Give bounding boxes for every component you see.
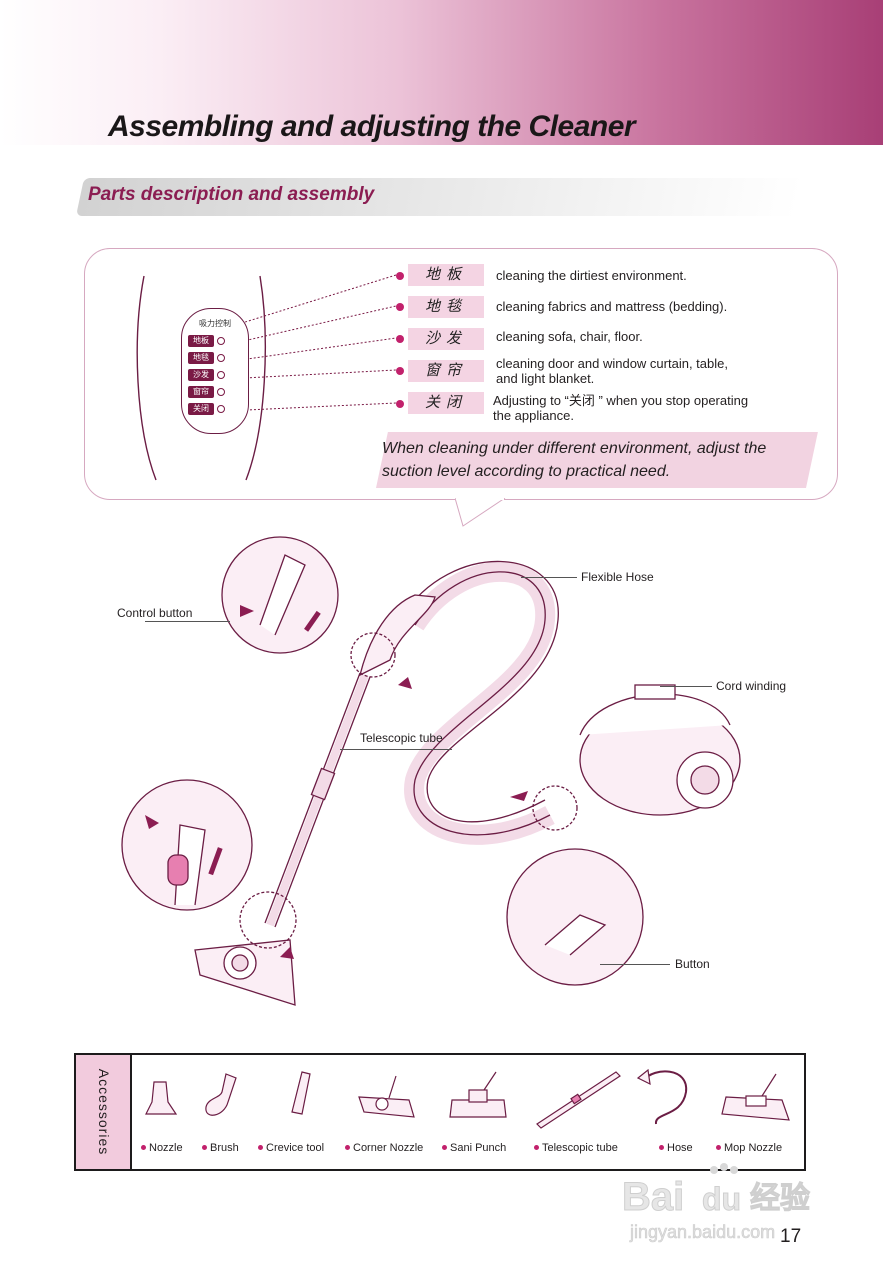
mode-desc-sofa: cleaning sofa, chair, floor.	[496, 329, 643, 344]
suction-note-line-2: suction level according to practical nee…	[382, 463, 671, 480]
indicator-led-icon	[217, 371, 225, 379]
suction-note-line-1: When cleaning under different environmen…	[382, 440, 767, 457]
bullet-icon	[659, 1144, 664, 1150]
mode-label-curtain: 窗帘	[408, 360, 484, 382]
paw-icon	[710, 1163, 738, 1174]
mode-desc-off-line-1: Adjusting to “关闭 ” when you stop operati…	[493, 393, 749, 408]
nozzle-icon	[145, 1081, 178, 1115]
bullet-icon	[258, 1144, 263, 1150]
watermark-brand-tail: du	[702, 1181, 741, 1217]
accessory-crevice-tool: Crevice tool	[258, 1142, 324, 1154]
mode-desc-floor: cleaning the dirtiest environment.	[496, 268, 687, 283]
sani-punch-icon	[449, 1071, 507, 1118]
handle-outline-and-leader-lines	[136, 274, 397, 481]
bullet-icon	[141, 1144, 146, 1150]
callout-flexible-hose: Flexible Hose	[581, 570, 654, 584]
accessories-icons	[145, 1068, 790, 1129]
accessories-side-panel	[76, 1055, 132, 1169]
callout-line	[660, 686, 712, 687]
callout-line	[600, 964, 670, 965]
accessories-box	[74, 1053, 806, 1171]
accessory-nozzle: Nozzle	[141, 1142, 183, 1154]
accessory-label: Mop Nozzle	[724, 1142, 783, 1154]
bullet-icon	[396, 367, 404, 375]
crevice-tool-icon	[291, 1071, 311, 1115]
baidu-watermark: Bai du 经验 jingyan.baidu.com	[622, 1163, 811, 1242]
accessory-corner-nozzle: Corner Nozzle	[345, 1142, 423, 1154]
accessory-brush: Brush	[202, 1142, 239, 1154]
bullet-icon	[534, 1144, 539, 1150]
telescopic-tube-icon	[536, 1071, 621, 1129]
mop-nozzle-icon	[721, 1073, 790, 1121]
control-key-off: 关闭	[188, 403, 214, 415]
bullet-icon	[202, 1144, 207, 1150]
callout-cord-winding: Cord winding	[716, 679, 787, 693]
callout-line	[145, 621, 230, 622]
accessory-label: Brush	[210, 1142, 239, 1154]
callout-line	[340, 749, 452, 750]
watermark-url: jingyan.baidu.com	[629, 1222, 775, 1242]
accessory-label: Telescopic tube	[542, 1142, 618, 1154]
accessory-label: Crevice tool	[266, 1142, 325, 1154]
accessory-telescopic-tube: Telescopic tube	[534, 1142, 618, 1154]
control-key-carpet: 地毯	[188, 352, 214, 364]
indicator-led-icon	[217, 354, 225, 362]
accessories-heading: Accessories	[76, 1055, 132, 1169]
accessory-label: Sani Punch	[450, 1142, 507, 1154]
accessory-mop-nozzle: Mop Nozzle	[716, 1142, 782, 1154]
accessory-sani-punch: Sani Punch	[442, 1142, 506, 1154]
bullet-icon	[396, 400, 404, 408]
accessory-label: Corner Nozzle	[353, 1142, 424, 1154]
bullet-icon	[716, 1144, 721, 1150]
watermark-brand-cn: 经验	[750, 1181, 810, 1216]
control-panel-title: 吸力控制	[199, 319, 231, 328]
suction-note: When cleaning under different environmen…	[382, 437, 802, 483]
bullet-icon	[442, 1144, 447, 1150]
bullet-icon	[345, 1144, 350, 1150]
hose-icon	[636, 1068, 688, 1125]
section-title: Parts description and assembly	[88, 184, 375, 205]
vacuum-cleaner-illustration	[121, 536, 741, 1006]
mode-label-carpet: 地毯	[408, 296, 484, 318]
control-key-floor: 地板	[188, 335, 214, 347]
mode-label-floor: 地板	[408, 264, 484, 286]
mode-desc-curtain-line-1: cleaning door and window curtain, table,	[496, 356, 728, 371]
indicator-led-icon	[217, 405, 225, 413]
callout-button: Button	[675, 957, 710, 971]
bullet-icon	[396, 303, 404, 311]
page-number: 17	[780, 1226, 802, 1247]
header-gradient-band	[0, 0, 883, 145]
speech-bubble-tail	[455, 498, 506, 527]
bullet-icon	[396, 335, 404, 343]
bullet-icon	[396, 272, 404, 280]
accessory-label: Nozzle	[149, 1142, 183, 1154]
control-key-sofa: 沙发	[188, 369, 214, 381]
callout-telescopic-tube: Telescopic tube	[360, 731, 443, 745]
mode-desc-carpet: cleaning fabrics and mattress (bedding).	[496, 299, 728, 314]
accessory-label: Hose	[667, 1142, 693, 1154]
indicator-led-icon	[217, 337, 225, 345]
control-key-curtain: 窗帘	[188, 386, 214, 398]
accessories-heading-text: Accessories	[96, 1068, 112, 1156]
mode-label-sofa: 沙发	[408, 328, 484, 350]
brush-icon	[205, 1073, 237, 1116]
indicator-led-icon	[217, 388, 225, 396]
corner-nozzle-icon	[358, 1075, 415, 1118]
watermark-brand: Bai	[622, 1175, 684, 1219]
page-title: Assembling and adjusting the Cleaner	[108, 110, 636, 143]
mode-label-off: 关闭	[408, 392, 484, 414]
accessory-hose: Hose	[659, 1142, 693, 1154]
callout-control-button: Control button	[117, 606, 193, 620]
mode-desc-off-line-2: the appliance.	[493, 408, 574, 423]
callout-line	[521, 577, 577, 578]
mode-desc-curtain-line-2: and light blanket.	[496, 371, 595, 386]
